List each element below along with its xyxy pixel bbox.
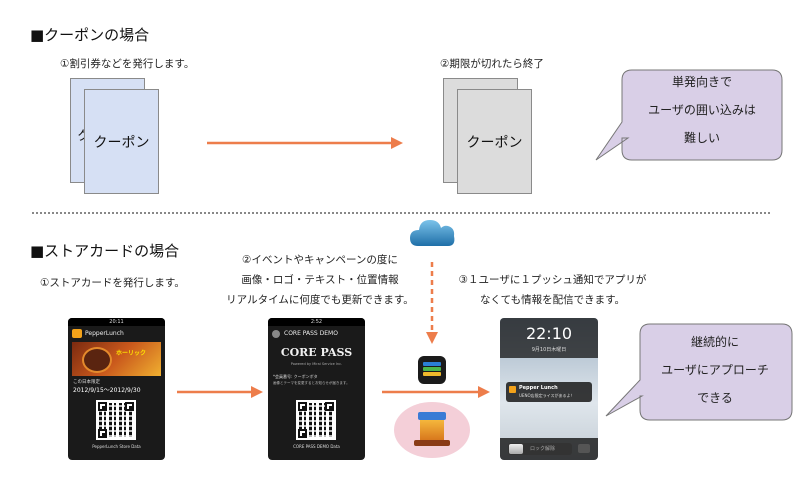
phone2-qr-code (296, 400, 336, 440)
coupon-callout-line1: 単発向きで (671, 75, 732, 89)
phone2-statusbar: 2:52 (268, 318, 365, 326)
storecard-step2-line1: ②イベントやキャンペーンの度に (242, 254, 398, 266)
lockscreen-date: 9月10日木曜日 (531, 347, 567, 353)
coupon-step1-caption: ①割引券などを発行します。 (60, 58, 195, 70)
phone2-header-title: CORE PASS DEMO (284, 330, 338, 337)
lockscreen-bottom-bar: ロック解除 (500, 438, 598, 460)
storecard-arrow-2 (382, 386, 490, 398)
cloud-icon (410, 220, 455, 246)
phone1-statusbar: 20:11 (68, 318, 165, 326)
expired-coupon-card-front: クーポン (457, 89, 532, 194)
phone-storecard-corepass: 2:52 CORE PASS DEMO CORE PASS Powered by… (268, 318, 365, 460)
phone1-banner-text: ホーリック (116, 350, 147, 357)
lockscreen-time: 22:10 (525, 324, 573, 343)
coupon-card-front-label: クーポン (93, 135, 150, 151)
storecard-step2-line3: リアルタイムに何度でも更新できます。 (226, 294, 414, 306)
phone1-period-dates: 2012/9/15〜2012/9/30 (73, 387, 141, 394)
phone-lockscreen-push: 22:10 9月10日木曜日 Pepper Lunch UENO店限定ライスがあ… (500, 318, 598, 460)
storecard-step3-caption: ③１ユーザに１プッシュ通知でアプリが なくても情報を配信できます。 (440, 270, 665, 310)
store-server-icon (394, 402, 470, 458)
coupon-arrow (207, 137, 403, 149)
coupon-callout: 単発向きで ユーザの囲い込みは 難しい (622, 70, 782, 160)
passbook-app-icon (418, 356, 446, 384)
coupon-callout-line2: ユーザの囲い込みは (648, 103, 756, 117)
storecard-arrow-1 (177, 386, 263, 398)
storecard-step3-line2: なくても情報を配信できます。 (479, 294, 626, 306)
section-divider (32, 212, 770, 214)
storecard-step3-line1: ③１ユーザに１プッシュ通知でアプリが (458, 274, 647, 286)
storecard-step1-caption: ①ストアカードを発行します。 (40, 277, 185, 289)
storecard-callout-line1: 継続的に (690, 335, 739, 349)
coupon-step2-caption: ②期限が切れたら終了 (440, 58, 544, 70)
unlock-slider[interactable]: ロック解除 (508, 443, 572, 455)
unlock-slider-handle[interactable] (509, 444, 523, 454)
notification-title: Pepper Lunch (519, 385, 558, 391)
coupon-section-heading: ■クーポンの場合 (30, 26, 150, 44)
expired-coupon-card-front-label: クーポン (466, 135, 523, 151)
push-dashed-arrow (426, 262, 438, 344)
phone-storecard-pepperlunch: 20:11 PepperLunch ホーリック この日本限定 2012/9/15… (68, 318, 165, 460)
phone2-footer: CORE PASS DEMO Data (293, 444, 340, 449)
phone2-big-title: CORE PASS (280, 346, 353, 359)
phone1-brand: PepperLunch (85, 330, 124, 337)
coupon-callout-shape (595, 69, 783, 161)
phone1-period-label: この日本限定 (73, 380, 100, 385)
coupon-callout-line3: 難しい (683, 131, 720, 145)
unlock-slider-label: ロック解除 (530, 446, 556, 452)
phone2-powered-by: Powered by Mirai Service Inc. (290, 362, 343, 366)
push-notification-banner[interactable]: Pepper Lunch UENO店限定ライスがあるよ！ (506, 382, 592, 402)
camera-icon[interactable] (578, 444, 590, 453)
phone2-body-line1: *会員番号: クーポンボタ (273, 374, 318, 379)
phone1-footer: PepperLunch Store Data (92, 444, 141, 449)
phone1-qr-code (96, 400, 136, 440)
storecard-callout-shape (605, 323, 793, 421)
phone1-banner-image: ホーリック (72, 342, 161, 376)
notification-app-icon (509, 386, 516, 393)
storecard-callout-line3: できる (697, 391, 733, 405)
notification-body: UENO店限定ライスがあるよ！ (519, 393, 575, 398)
storecard-step2-caption: ②イベントやキャンペーンの度に 画像・ロゴ・テキスト・位置情報 リアルタイムに何… (210, 250, 430, 310)
phone2-body-line2: 画像とテーマを変更するとお知らせが届きます。 (273, 381, 350, 385)
lockscreen-clock-bar: 22:10 9月10日木曜日 (500, 318, 598, 358)
storecard-callout: 継続的に ユーザにアプローチ できる (640, 330, 790, 420)
corepass-logo-icon (272, 330, 280, 338)
storecard-callout-line2: ユーザにアプローチ (661, 363, 769, 377)
storecard-step2-line2: 画像・ロゴ・テキスト・位置情報 (241, 274, 399, 286)
pepperlunch-logo-icon (72, 329, 82, 338)
coupon-card-front: クーポン (84, 89, 159, 194)
storecard-section-heading: ■ストアカードの場合 (30, 242, 180, 260)
